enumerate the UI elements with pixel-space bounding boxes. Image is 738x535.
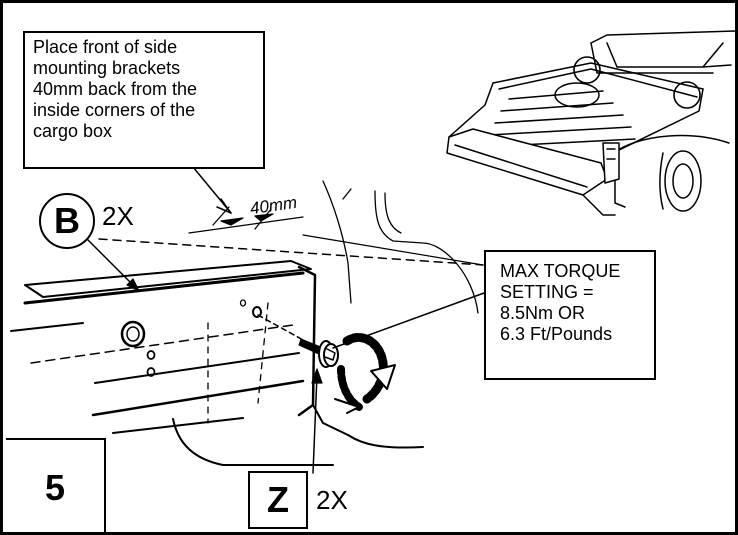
instruction-line: cargo box <box>33 121 113 141</box>
torque-line: MAX TORQUE <box>500 261 621 281</box>
bracket-closeup <box>10 180 484 466</box>
part-z-letter: Z <box>267 479 289 520</box>
instruction-line: mounting brackets <box>33 58 181 78</box>
torque-pointer <box>332 292 485 349</box>
instruction-line: Place front of side <box>33 37 178 57</box>
torque-line: 6.3 Ft/Pounds <box>500 324 613 344</box>
bolt-z <box>257 314 339 368</box>
diagram-artwork <box>10 30 735 474</box>
torque-callout: MAX TORQUE SETTING = 8.5Nm OR 6.3 Ft/Pou… <box>484 250 656 380</box>
part-b-leader-arrow <box>126 278 140 292</box>
instruction-line: 40mm back from the <box>33 79 198 99</box>
step-number-box: 5 <box>6 438 106 532</box>
part-z-badge: Z <box>248 471 308 529</box>
part-z-leader-arrow <box>311 368 323 384</box>
instruction-pointer-arrowhead <box>216 198 232 214</box>
part-z-quantity: 2X <box>316 485 348 515</box>
part-b-letter: B <box>54 200 80 241</box>
part-b-quantity: 2X <box>102 201 134 231</box>
rotation-arrow-icon <box>334 333 396 414</box>
torque-line: SETTING = <box>500 282 594 302</box>
dimension-40mm <box>188 206 304 234</box>
instruction-line: inside corners of the <box>33 100 196 120</box>
torque-line: 8.5Nm OR <box>500 303 586 323</box>
step-number: 5 <box>44 466 66 508</box>
instruction-callout: Place front of side mounting brackets 40… <box>23 31 265 169</box>
part-z-leader <box>312 374 318 474</box>
truck-thumbnail <box>446 30 735 216</box>
part-b-badge: B <box>39 193 95 249</box>
